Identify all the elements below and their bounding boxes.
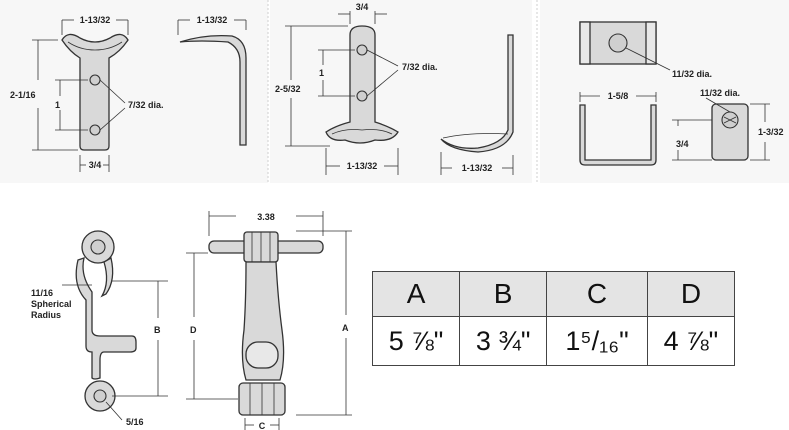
height-dimension: 2-1/16: [10, 90, 36, 100]
table-cell-b: 3 ¾": [459, 316, 548, 366]
d-dimension: D: [190, 325, 197, 335]
strap-front-view: [579, 104, 657, 166]
bottom-width-dimension: 3/4: [89, 160, 102, 170]
strap-hole: [608, 33, 628, 53]
table-header-row: A B C D: [371, 270, 736, 318]
bracket-front-view: [325, 25, 399, 144]
height-dimension: 2-5/32: [275, 84, 301, 94]
table-row: 5 ⅞" 3 ¾" 1⁵/₁₆" 4 ⅞": [371, 316, 736, 366]
mounting-hole: [89, 74, 101, 86]
spacing-dimension: 1: [55, 100, 60, 110]
strap-side-view: [711, 103, 749, 161]
radius-dimension-line3: Radius: [31, 310, 61, 320]
a-dimension: A: [342, 323, 349, 333]
hole-dimension: 5/16: [126, 417, 144, 427]
strap-height-dimension: 3/4: [676, 139, 689, 149]
b-dimension: B: [154, 325, 161, 335]
strap-width-dimension: 1-5/8: [608, 91, 629, 101]
top-width-dimension: 3/4: [356, 2, 369, 12]
table-cell-a: 5 ⅞": [371, 316, 461, 366]
panel-1-background: [0, 0, 268, 183]
width-dimension: 1-13/32: [80, 15, 111, 25]
bottom-width-dimension: 1-13/32: [347, 161, 378, 171]
table-cell-d: 4 ⅞": [646, 316, 736, 366]
mounting-hole: [89, 124, 101, 136]
panel-2-background: [270, 0, 532, 183]
c-dimension: C: [259, 421, 266, 430]
handle-front-view: [208, 231, 324, 416]
side-bottom-dimension: 1-13/32: [462, 163, 493, 173]
strap-side-height-dimension: 1-3/32: [758, 127, 784, 137]
clip-front-view: [61, 33, 129, 151]
hole-dimension: 7/32 dia.: [128, 100, 164, 110]
panel-3-background: [540, 0, 789, 183]
strap-top-view: [579, 21, 671, 71]
hole-dimension: 7/32 dia.: [402, 62, 438, 72]
spacing-dimension: 1: [319, 68, 324, 78]
bracket-side-view: [440, 34, 514, 153]
handle-side-view: [75, 230, 137, 412]
side-hole-dimension: 11/32 dia.: [700, 88, 740, 98]
table-header-c: C: [546, 270, 648, 318]
dimension-table: A B C D 5 ⅞" 3 ¾" 1⁵/₁₆" 4 ⅞": [371, 270, 736, 366]
table-header-d: D: [646, 270, 736, 318]
clip-side-view: [179, 34, 247, 146]
side-width-dimension: 1-13/32: [197, 15, 228, 25]
radius-dimension-line2: Spherical: [31, 299, 72, 309]
mounting-hole: [356, 44, 368, 56]
width-dimension: 3.38: [257, 212, 275, 222]
top-hole-dimension: 11/32 dia.: [672, 69, 712, 79]
table-cell-c: 1⁵/₁₆": [546, 316, 648, 366]
table-header-a: A: [371, 270, 461, 318]
mounting-hole: [356, 90, 368, 102]
table-header-b: B: [459, 270, 548, 318]
radius-dimension-value: 11/16: [31, 288, 53, 298]
